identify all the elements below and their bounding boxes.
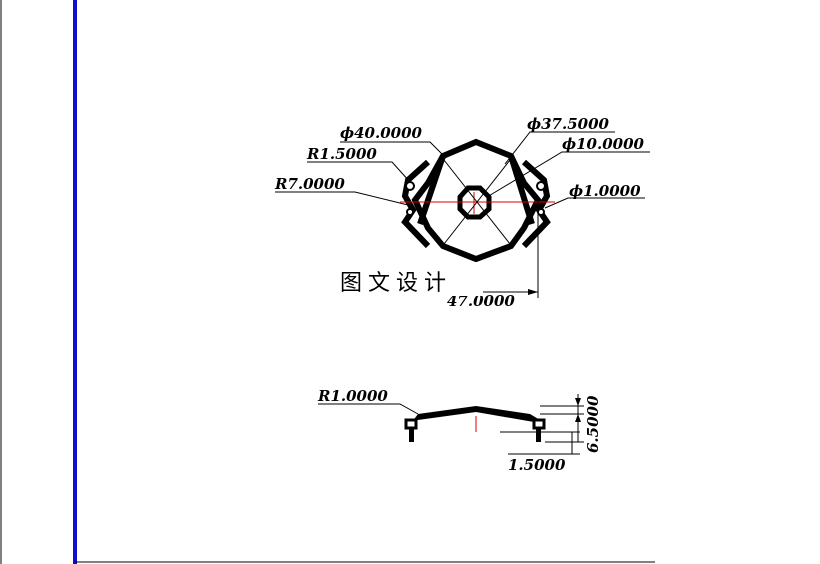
dim-side-radius: R1.0000 xyxy=(317,387,388,405)
dim-radius-small: R1.5000 xyxy=(306,145,377,163)
lid-profile xyxy=(412,406,540,422)
side-view: R1.0000 6.5000 1.5000 xyxy=(317,387,602,474)
spoke-right-upper xyxy=(508,155,535,225)
arrow-width xyxy=(528,289,538,295)
hole-right xyxy=(536,181,546,191)
hole-right-lower xyxy=(537,208,545,216)
leader-dia-outer xyxy=(340,141,447,159)
hole-left xyxy=(405,181,415,191)
watermark-text: 图文设计 xyxy=(340,271,452,296)
dim-dia-small: ϕ1.0000 xyxy=(569,182,641,200)
left-leg xyxy=(409,428,414,442)
left-handle xyxy=(401,159,431,249)
spoke-left-upper xyxy=(417,155,446,225)
dim-dia-inner-ring: ϕ37.5000 xyxy=(527,115,610,133)
leader-dia-1 xyxy=(544,197,645,209)
right-clip xyxy=(532,418,546,430)
right-leg xyxy=(536,428,541,442)
left-clip xyxy=(404,418,418,430)
dim-radius-large: R7.0000 xyxy=(274,175,345,193)
watermark-backdrop xyxy=(333,262,483,296)
dim-width-partial: 47.0000 xyxy=(447,292,515,310)
leader-r7 xyxy=(275,191,409,206)
leader-side-radius xyxy=(318,403,419,415)
hole-left-lower xyxy=(406,208,414,216)
top-view: ϕ40.0000 R1.5000 R7.0000 ϕ37.5000 ϕ10.00… xyxy=(274,115,650,310)
leader-r15 xyxy=(307,161,411,183)
arrow-height-bot xyxy=(575,414,581,422)
dim-dia-hub: ϕ10.0000 xyxy=(562,135,645,153)
arrow-height-top xyxy=(575,398,581,406)
leader-dia-375 xyxy=(504,131,615,165)
dia-line-b xyxy=(443,159,511,245)
dim-side-height: 6.5000 xyxy=(584,395,602,453)
dim-side-thickness: 1.5000 xyxy=(508,456,566,474)
right-handle xyxy=(521,159,551,249)
leader-dia-10 xyxy=(486,151,650,198)
dim-dia-outer: ϕ40.0000 xyxy=(340,124,423,142)
